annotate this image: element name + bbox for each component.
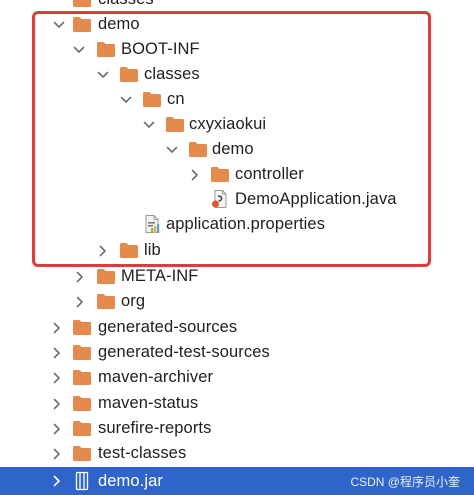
chevron-right-icon[interactable] (50, 416, 64, 441)
folder-icon (72, 394, 92, 412)
chevron-right-icon[interactable] (50, 365, 64, 390)
chevron-down-icon[interactable] (72, 37, 86, 62)
chevron-down-icon[interactable] (52, 12, 66, 37)
tree-row-demoapplication[interactable]: DemoApplication.java (0, 187, 474, 212)
folder-icon (72, 318, 92, 336)
java-class-icon (210, 189, 230, 208)
tree-label: DemoApplication.java (235, 190, 397, 208)
chevron-right-icon[interactable] (50, 467, 64, 495)
tree-row-test-classes[interactable]: test-classes (0, 441, 474, 466)
tree-label: META-INF (121, 267, 199, 285)
tree-row-generated-test-sources[interactable]: generated-test-sources (0, 340, 474, 365)
tree-row-demo-package[interactable]: demo (0, 137, 474, 162)
chevron-right-icon[interactable] (96, 238, 110, 263)
tree-label: controller (235, 165, 304, 183)
tree-row-maven-status[interactable]: maven-status (0, 391, 474, 416)
tree-label: demo (98, 15, 140, 33)
jar-file-icon (74, 471, 94, 491)
tree-label: lib (144, 241, 161, 259)
tree-label: generated-sources (98, 318, 238, 336)
folder-icon (72, 444, 92, 462)
tree-row-org[interactable]: org (0, 289, 474, 314)
chevron-right-icon[interactable] (73, 264, 87, 289)
chevron-right-icon[interactable] (50, 441, 64, 466)
chevron-right-icon[interactable] (50, 340, 64, 365)
watermark-text: CSDN @程序员小奎 (350, 475, 460, 489)
folder-icon (210, 165, 230, 183)
chevron-right-icon[interactable] (188, 162, 202, 187)
folder-icon (72, 368, 92, 386)
folder-icon (72, 15, 92, 33)
tree-row-demo-jar[interactable]: demo.jar (0, 467, 474, 495)
tree-row-lib[interactable]: lib (0, 238, 474, 263)
tree-label: test-classes (98, 444, 187, 462)
tree-label: cxyxiaokui (189, 115, 267, 133)
chevron-down-icon[interactable] (142, 112, 156, 137)
tree-row-boot-inf[interactable]: BOOT-INF (0, 37, 474, 62)
tree-label: cn (167, 90, 185, 108)
chevron-right-icon[interactable] (73, 289, 87, 314)
folder-icon (96, 292, 116, 310)
properties-file-icon (142, 214, 162, 233)
tree-row-surefire-reports[interactable]: surefire-reports (0, 416, 474, 441)
chevron-down-icon[interactable] (96, 62, 110, 87)
tree-row-demo[interactable]: demo (0, 12, 474, 37)
folder-icon (188, 140, 208, 158)
tree-row-controller[interactable]: controller (0, 162, 474, 187)
tree-label: classes (98, 0, 154, 12)
folder-icon (119, 241, 139, 259)
tree-row-cxyxiaokui[interactable]: cxyxiaokui (0, 112, 474, 137)
folder-icon (72, 419, 92, 437)
tree-label: org (121, 292, 146, 310)
tree-row-maven-archiver[interactable]: maven-archiver (0, 365, 474, 390)
tree-label: application.properties (166, 215, 326, 233)
tree-row-meta-inf[interactable]: META-INF (0, 264, 474, 289)
tree-row-classes[interactable]: classes (0, 62, 474, 87)
tree-label: maven-archiver (98, 368, 214, 386)
folder-icon (72, 343, 92, 361)
tree-label: demo.jar (98, 472, 163, 490)
chevron-down-icon[interactable] (119, 87, 133, 112)
folder-icon (165, 115, 185, 133)
tree-row-cn[interactable]: cn (0, 87, 474, 112)
folder-icon (142, 90, 162, 108)
tree-row-classes-partial[interactable]: classes (0, 0, 474, 12)
tree-label: BOOT-INF (121, 40, 200, 58)
tree-label: maven-status (98, 394, 199, 412)
tree-label: surefire-reports (98, 419, 212, 437)
folder-icon (96, 267, 116, 285)
folder-icon (96, 40, 116, 58)
folder-icon (119, 65, 139, 83)
tree-label: demo (212, 140, 254, 158)
tree-label: generated-test-sources (98, 343, 270, 361)
tree-label: classes (144, 65, 200, 83)
chevron-right-icon[interactable] (50, 315, 64, 340)
tree-row-generated-sources[interactable]: generated-sources (0, 315, 474, 340)
folder-icon (72, 0, 92, 8)
chevron-down-icon[interactable] (165, 137, 179, 162)
tree-row-application-properties[interactable]: application.properties (0, 212, 474, 237)
chevron-right-icon[interactable] (50, 391, 64, 416)
